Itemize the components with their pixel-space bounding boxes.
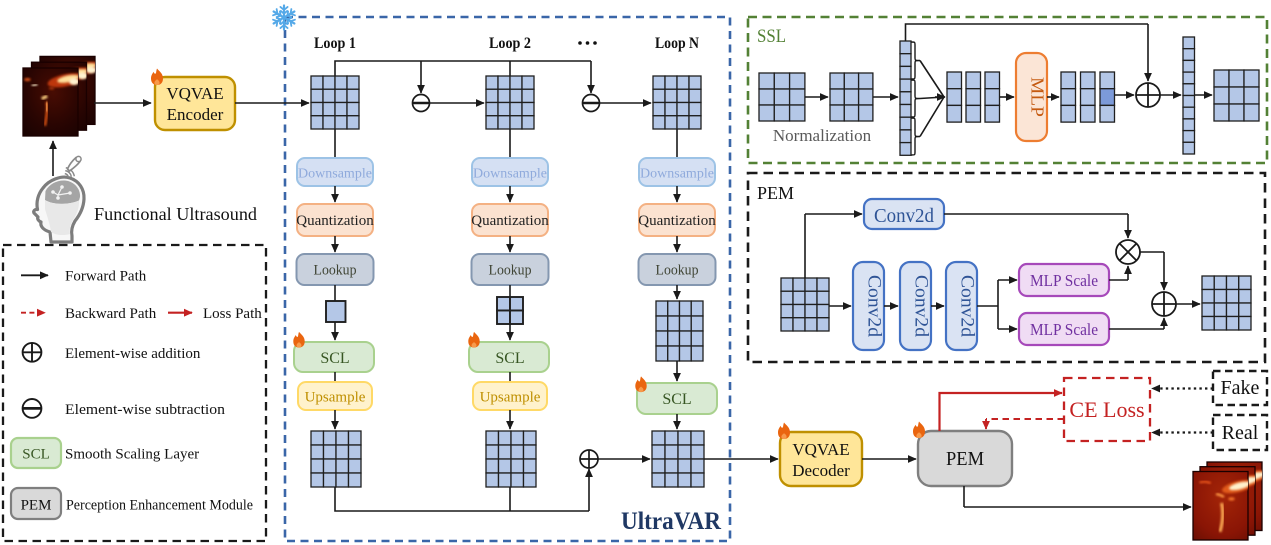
svg-text:Downsample: Downsample: [298, 167, 372, 182]
svg-text:Decoder: Decoder: [792, 461, 850, 480]
svg-text:Conv2d: Conv2d: [911, 275, 932, 337]
svg-text:Backward Path: Backward Path: [65, 306, 157, 322]
svg-text:SSL: SSL: [757, 26, 786, 47]
svg-text:Real: Real: [1222, 422, 1259, 444]
svg-text:Quantization: Quantization: [296, 213, 374, 229]
svg-text:Perception Enhancement Module: Perception Enhancement Module: [66, 498, 253, 514]
svg-text:Downsample: Downsample: [473, 167, 547, 182]
svg-text:PEM: PEM: [21, 498, 52, 514]
svg-text:Smooth Scaling Layer: Smooth Scaling Layer: [65, 447, 199, 463]
svg-text:Loop N: Loop N: [655, 35, 699, 52]
svg-text:Upsample: Upsample: [305, 390, 366, 406]
svg-text:Fake: Fake: [1221, 377, 1260, 399]
svg-text:MLP Scale: MLP Scale: [1030, 271, 1098, 290]
svg-text:Normalization: Normalization: [773, 126, 872, 145]
svg-text:Element-wise subtraction: Element-wise subtraction: [65, 402, 226, 418]
svg-text:Lookup: Lookup: [656, 263, 699, 279]
svg-text:Conv2d: Conv2d: [957, 275, 978, 337]
svg-text:Lookup: Lookup: [314, 263, 357, 279]
svg-text:Functional Ultrasound: Functional Ultrasound: [94, 204, 257, 224]
svg-text:Quantization: Quantization: [471, 213, 549, 229]
svg-text:SCL: SCL: [22, 447, 50, 463]
svg-text:Element-wise addition: Element-wise addition: [65, 346, 201, 362]
svg-text:Loop 2: Loop 2: [489, 35, 531, 52]
svg-text:CE Loss: CE Loss: [1069, 397, 1144, 422]
svg-text:Downsample: Downsample: [640, 167, 714, 182]
svg-text:Conv2d: Conv2d: [864, 275, 885, 337]
svg-text:Forward Path: Forward Path: [65, 269, 147, 285]
svg-text:MLP: MLP: [1028, 77, 1048, 117]
svg-text:Quantization: Quantization: [638, 213, 716, 229]
svg-text:UltraVAR: UltraVAR: [621, 508, 722, 535]
svg-text:VQVAE: VQVAE: [166, 84, 223, 103]
svg-text:Loss Path: Loss Path: [203, 306, 262, 322]
svg-text:VQVAE: VQVAE: [792, 440, 849, 459]
svg-text:Conv2d: Conv2d: [874, 205, 934, 227]
svg-text:SCL: SCL: [320, 350, 349, 367]
svg-text:Upsample: Upsample: [480, 390, 541, 406]
svg-text:Loop 1: Loop 1: [314, 35, 356, 52]
svg-text:MLP Scale: MLP Scale: [1030, 320, 1098, 339]
svg-text:SCL: SCL: [495, 350, 524, 367]
svg-text:SCL: SCL: [662, 391, 691, 408]
svg-text:PEM: PEM: [757, 183, 794, 203]
svg-text:Lookup: Lookup: [489, 263, 532, 279]
svg-text:PEM: PEM: [946, 448, 984, 470]
svg-text:Encoder: Encoder: [167, 105, 224, 124]
